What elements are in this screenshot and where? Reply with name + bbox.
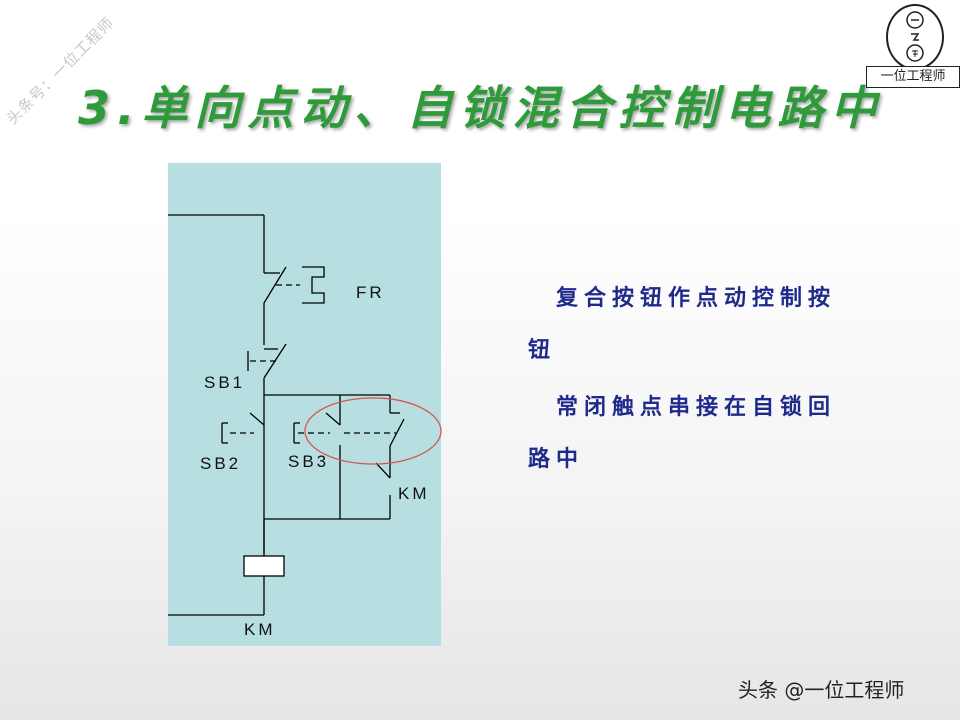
highlight-ellipse — [304, 397, 442, 465]
label-km-coil: KM — [244, 620, 276, 639]
description-2: 常闭触点串接在自锁回 路中 — [528, 381, 888, 485]
description-2-line1: 常闭触点串接在自锁回 — [556, 394, 837, 420]
logo-label: 一位工程师 — [866, 66, 960, 88]
description-1: 复合按钮作点动控制按 钮 — [528, 272, 888, 376]
logo-emblem-icon — [886, 4, 944, 70]
page-title: 3.单向点动、自锁混合控制电路中 — [78, 81, 884, 135]
label-sb2: SB2 — [200, 454, 241, 473]
brand-logo: 一位工程师 — [866, 2, 960, 88]
footer-watermark: 头条 @一位工程师 — [738, 678, 905, 702]
description-1-line1: 复合按钮作点动控制按 — [556, 285, 837, 311]
description-2-line2: 路中 — [528, 446, 585, 472]
description-1-line2: 钮 — [528, 337, 557, 363]
label-sb3: SB3 — [288, 452, 329, 471]
circuit-diagram: FR SB1 SB2 SB3 KM KM — [168, 214, 442, 639]
label-km-contact: KM — [398, 484, 430, 503]
label-sb1: SB1 — [204, 373, 245, 392]
circuit-diagram-panel — [168, 163, 441, 646]
label-fr: FR — [356, 283, 385, 302]
